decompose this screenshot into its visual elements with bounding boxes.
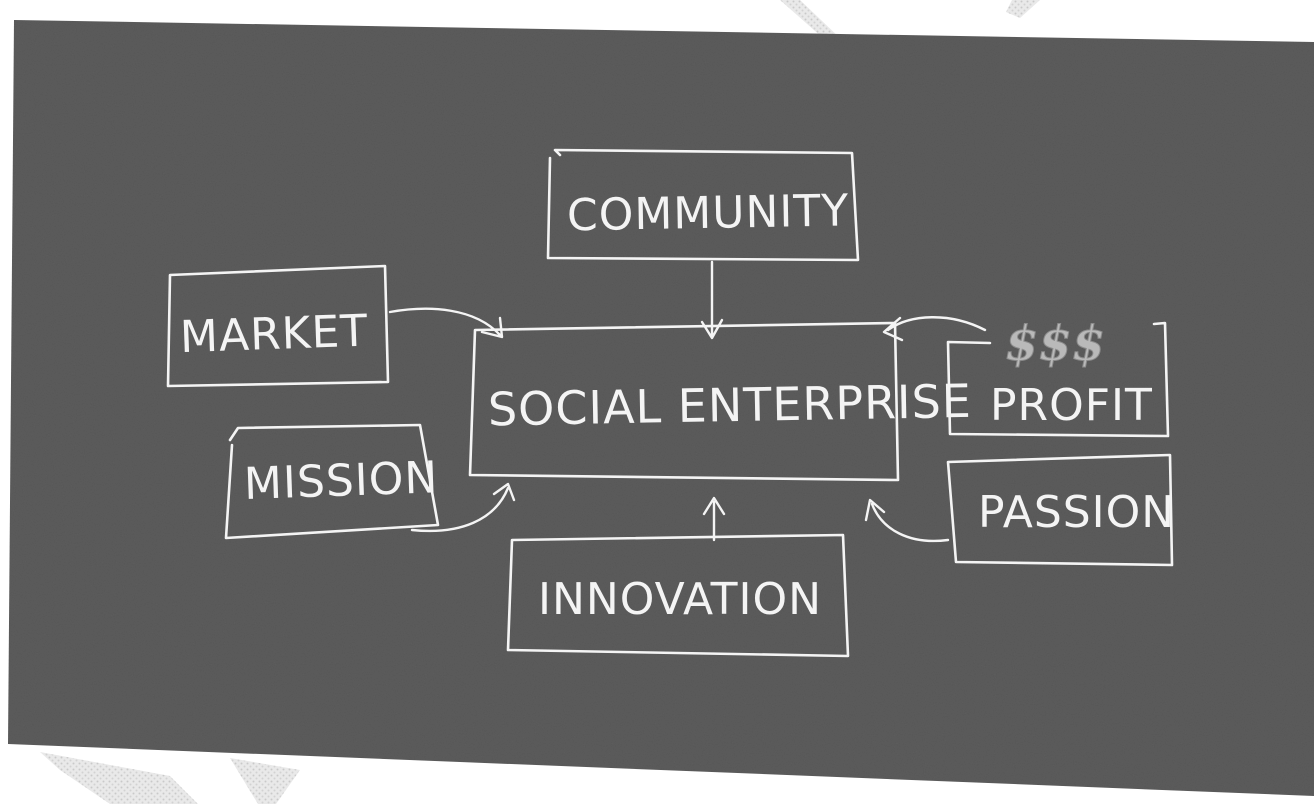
mission-box — [224, 423, 440, 540]
center-box — [468, 321, 900, 482]
backdrop-curl-top-right — [1006, 0, 1040, 18]
center-label: SOCIAL ENTERPRISE — [487, 374, 972, 436]
passion-label: PASSION — [978, 487, 1175, 538]
market-box — [166, 264, 390, 388]
innovation-box — [506, 533, 850, 658]
backdrop-curl-bottom-left — [40, 752, 198, 804]
mission-label: MISSION — [243, 452, 439, 510]
arrow-passion — [864, 498, 950, 543]
market-label: MARKET — [179, 306, 369, 364]
community-box — [546, 148, 860, 262]
arrow-profit — [882, 316, 987, 342]
innovation-label: INNOVATION — [538, 574, 822, 625]
passion-box — [946, 453, 1174, 567]
community-label: COMMUNITY — [567, 185, 850, 241]
profit-label: PROFIT — [990, 380, 1153, 431]
profit-dollar-symbols: $$$ — [1005, 316, 1105, 372]
chalkboard — [8, 20, 1314, 796]
arrow-market — [388, 307, 504, 339]
profit-box — [946, 321, 1170, 438]
arrow-innovation — [702, 496, 726, 542]
arrow-mission — [410, 482, 516, 533]
arrow-community — [700, 260, 724, 340]
backdrop-curl-bottom-mid — [230, 758, 300, 804]
